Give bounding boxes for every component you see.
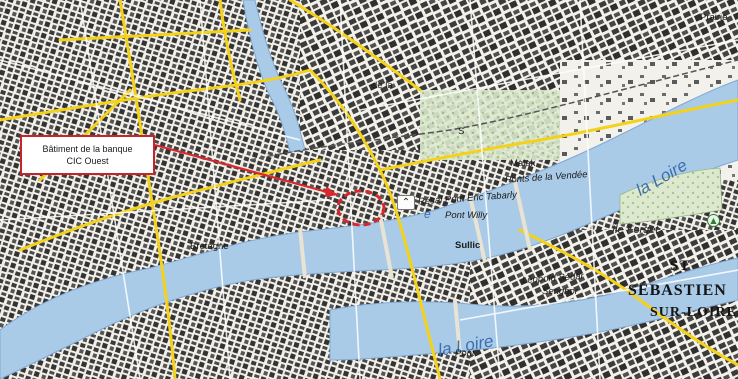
ile-forget-label: Île Forget xyxy=(612,224,659,236)
ile-forget xyxy=(619,167,723,225)
e-label: e xyxy=(424,207,431,221)
park-area xyxy=(420,90,580,160)
bank-building-callout: Bâtiment de la banque CIC Ouest xyxy=(20,135,155,175)
park-icon: ▲ xyxy=(707,214,720,227)
location-marker-icon xyxy=(336,189,386,227)
bridges xyxy=(298,181,532,356)
st-sebastien-label-2: SÉBASTIEN xyxy=(628,282,727,299)
bretagne-label: Bretagne xyxy=(190,241,229,252)
sullic-label: Sullic xyxy=(455,240,481,251)
callout-line-2: CIC Ouest xyxy=(66,156,109,166)
st-sebastien-label-1: ST xyxy=(670,258,691,274)
malak-label: Malak xyxy=(510,158,536,169)
up-chevron-icon[interactable]: ⌃ xyxy=(397,195,415,210)
callout-line-1: Bâtiment de la banque xyxy=(42,144,133,154)
pont-label: Pont xyxy=(455,348,475,359)
senghor-bridge-label-2: Senghor xyxy=(542,286,578,297)
willy-bridge-label: Pont Willy xyxy=(445,210,488,221)
s-label: S xyxy=(458,126,465,137)
prairie-label: Prairie xyxy=(700,12,728,23)
river-loire-south-branch xyxy=(329,257,738,361)
de-la-label: de la xyxy=(372,80,393,91)
pointer-arrowhead xyxy=(325,186,338,197)
pointer-line xyxy=(154,143,339,197)
st-sebastien-label-3: SUR-LOIRE xyxy=(650,305,737,320)
rail-line xyxy=(249,59,738,161)
